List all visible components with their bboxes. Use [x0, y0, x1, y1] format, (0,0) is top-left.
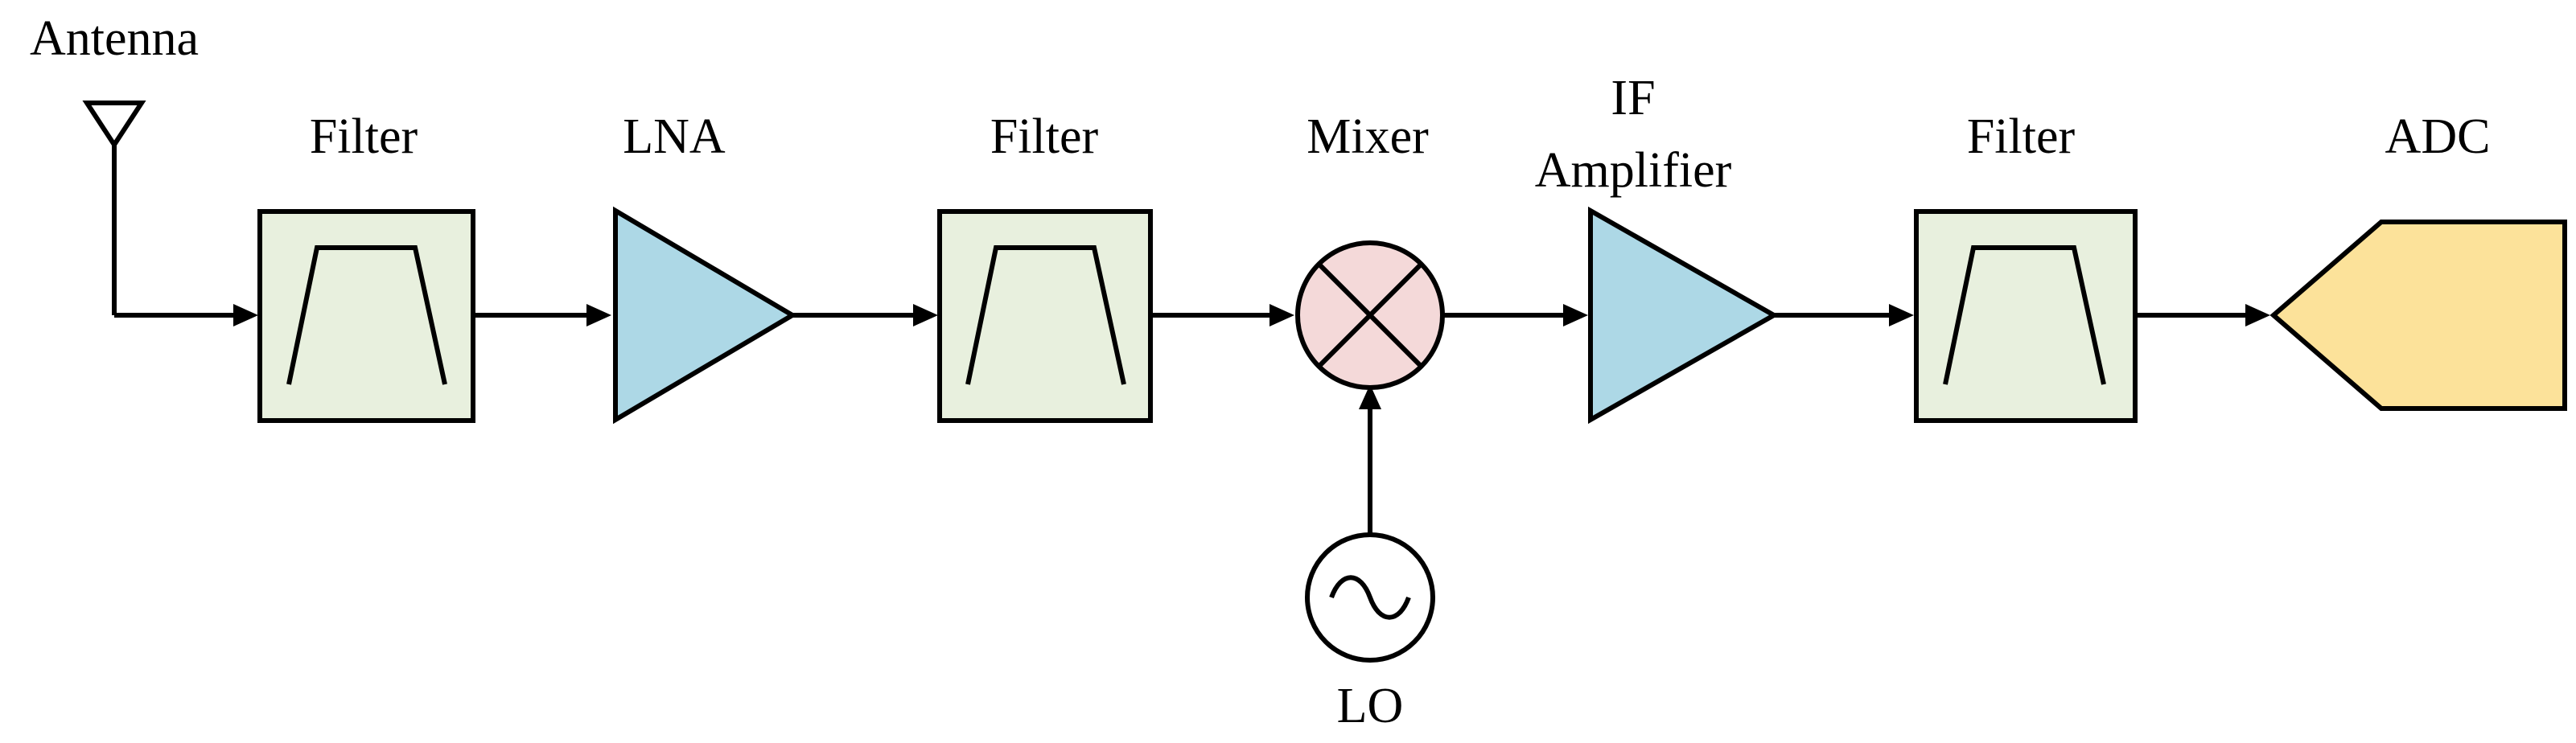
antenna-icon	[82, 101, 146, 315]
filter-1-box	[257, 209, 475, 423]
lna-amplifier-triangle	[613, 206, 797, 425]
bandpass-icon	[965, 245, 1126, 385]
lna-label: LNA	[623, 109, 726, 164]
filter-1-block	[257, 209, 475, 423]
local-oscillator-block	[1305, 532, 1435, 663]
filter-2-block	[937, 209, 1153, 423]
if-amplifier-triangle	[1588, 206, 1780, 425]
filter-2-box	[937, 209, 1153, 423]
arrow-head	[586, 304, 611, 326]
if-amplifier-label-line1: IF	[1611, 71, 1655, 125]
arrow-head	[233, 304, 258, 326]
mixer-block	[1295, 240, 1445, 390]
arrow-head	[1563, 304, 1588, 326]
sine-wave-icon	[1329, 575, 1411, 620]
filter-3-box	[1914, 209, 2138, 423]
adc-label: ADC	[2385, 109, 2491, 164]
arrow-head	[2245, 304, 2270, 326]
antenna-label: Antenna	[30, 11, 199, 66]
lo-label: LO	[1337, 679, 1404, 733]
mixer-label: Mixer	[1307, 109, 1429, 164]
bandpass-icon	[1943, 245, 2106, 385]
filter-2-label: Filter	[990, 109, 1099, 164]
signal-wires	[114, 304, 2270, 535]
arrow-head	[913, 304, 938, 326]
if-amplifier-label-line2: Amplifier	[1535, 143, 1732, 198]
arrow-head	[1889, 304, 1914, 326]
filter-3-label: Filter	[1967, 109, 2076, 164]
arrow-head	[1269, 304, 1294, 326]
filter-1-label: Filter	[310, 109, 418, 164]
arrow-head	[1359, 384, 1381, 409]
filter-3-block	[1914, 209, 2138, 423]
adc-pentagon	[2269, 220, 2567, 411]
bandpass-icon	[286, 245, 447, 385]
